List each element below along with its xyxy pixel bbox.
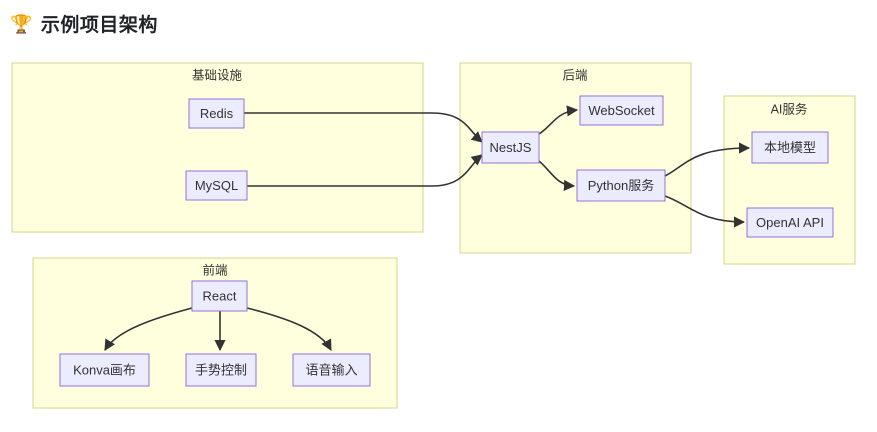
cluster-label-frontend: 前端: [202, 262, 227, 277]
trophy-icon: 🏆: [10, 13, 33, 34]
node-label-react: React: [203, 288, 237, 303]
cluster-box-infrastructure: [11, 62, 424, 233]
node-mysql[interactable]: MySQL: [185, 170, 248, 201]
cluster-ai-services: AI服务: [723, 95, 856, 265]
node-label-openai: OpenAI API: [756, 215, 824, 230]
node-label-nestjs: NestJS: [490, 140, 532, 155]
cluster-infrastructure: 基础设施: [11, 62, 424, 233]
edge-nestjs-python: [538, 160, 576, 192]
node-python[interactable]: Python服务: [576, 169, 666, 202]
cluster-box-ai-services: [723, 95, 856, 265]
edge-react-konva: [104, 307, 193, 351]
node-react[interactable]: React: [191, 280, 248, 312]
node-box-redis[interactable]: [188, 98, 245, 129]
cluster-label-infrastructure: 基础设施: [192, 67, 243, 82]
node-redis[interactable]: Redis: [188, 98, 245, 129]
edge-python-openai: [664, 195, 746, 228]
node-label-websocket: WebSocket: [588, 103, 655, 118]
node-label-konva: Konva画布: [73, 362, 136, 377]
node-openai[interactable]: OpenAI API: [746, 207, 834, 238]
page-title: 🏆 示例项目架构: [10, 10, 158, 37]
edge-group: [104, 105, 751, 352]
node-box-gesture[interactable]: [185, 353, 257, 387]
node-konva[interactable]: Konva画布: [59, 353, 150, 387]
node-box-python[interactable]: [576, 169, 666, 202]
node-box-nestjs[interactable]: [481, 131, 540, 164]
node-label-python: Python服务: [588, 178, 654, 193]
edge-nestjs-websocket: [538, 105, 579, 135]
node-label-redis: Redis: [200, 106, 234, 121]
node-gesture[interactable]: 手势控制: [185, 353, 257, 387]
edge-mysql-nestjs: [247, 154, 483, 187]
node-voice[interactable]: 语音输入: [292, 353, 371, 387]
node-nestjs[interactable]: NestJS: [481, 131, 540, 164]
cluster-label-backend: 后端: [562, 68, 587, 82]
node-box-konva[interactable]: [59, 353, 150, 387]
node-box-react[interactable]: [191, 280, 248, 312]
edge-redis-nestjs: [244, 112, 483, 143]
node-localmodel[interactable]: 本地模型: [751, 131, 829, 164]
node-box-localmodel[interactable]: [751, 131, 829, 164]
node-box-mysql[interactable]: [185, 170, 248, 201]
edge-react-voice: [246, 307, 332, 351]
node-label-voice: 语音输入: [305, 362, 357, 377]
page-title-text: 示例项目架构: [40, 15, 158, 36]
node-box-websocket[interactable]: [579, 95, 664, 126]
node-label-localmodel: 本地模型: [764, 140, 816, 155]
node-box-voice[interactable]: [292, 353, 371, 387]
node-label-mysql: MySQL: [195, 178, 238, 193]
node-box-openai[interactable]: [746, 207, 834, 238]
cluster-label-ai-services: AI服务: [771, 101, 808, 116]
edge-python-localmodel: [664, 142, 751, 177]
node-websocket[interactable]: WebSocket: [579, 95, 664, 126]
node-label-gesture: 手势控制: [195, 362, 247, 377]
